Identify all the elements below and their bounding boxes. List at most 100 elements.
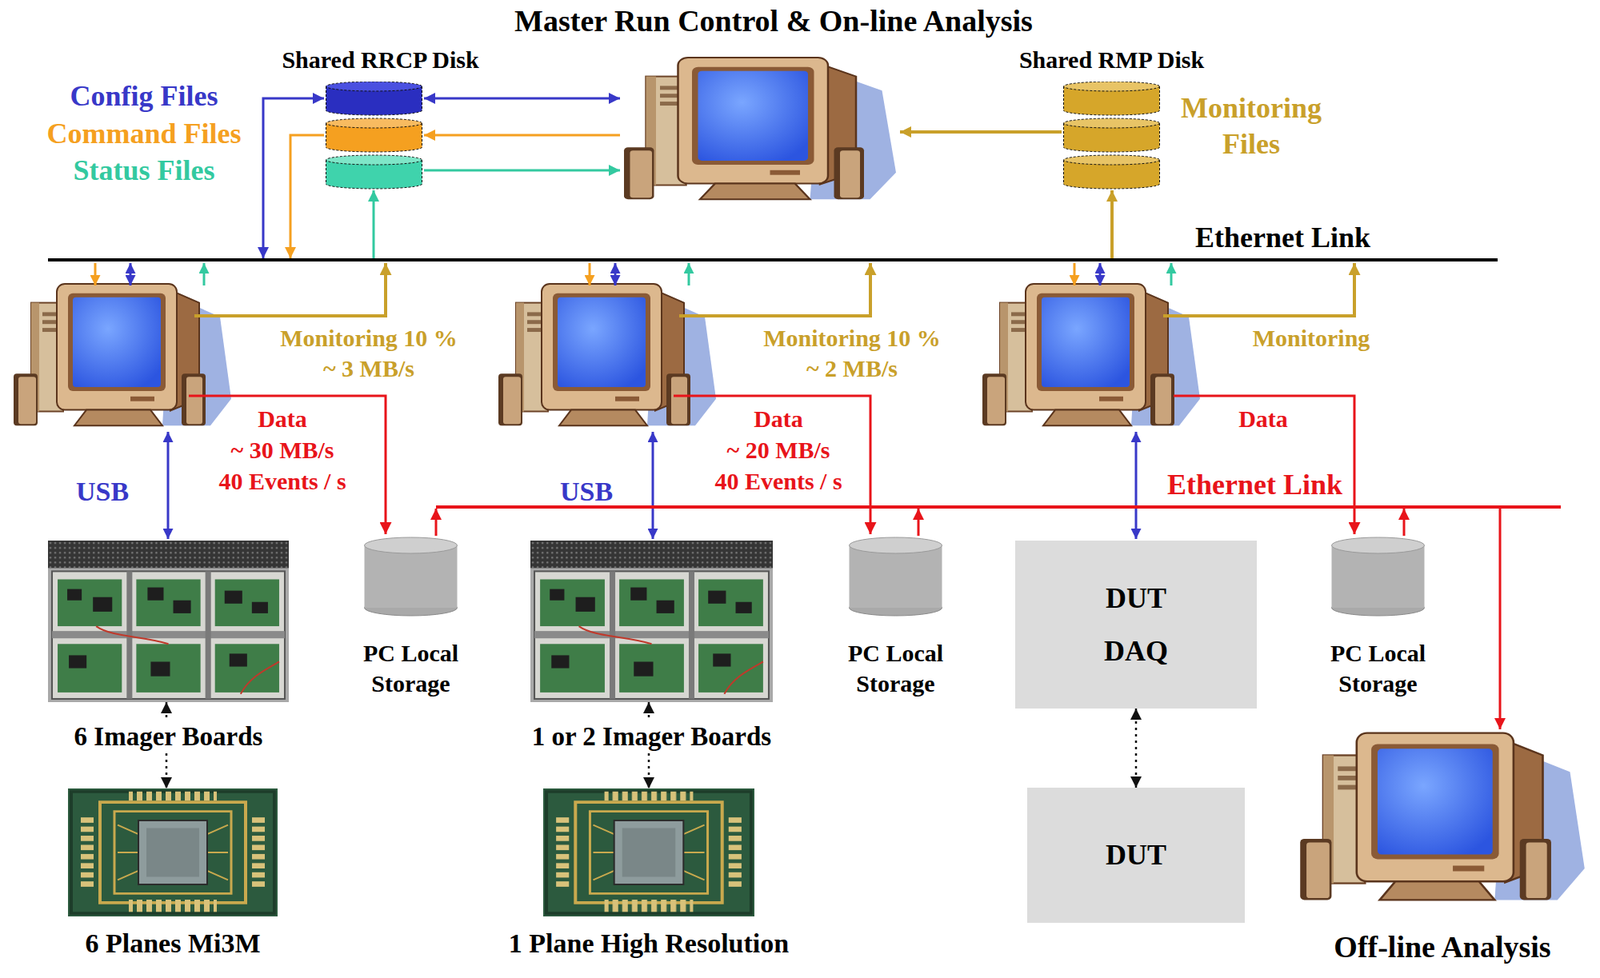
master-computer: Master Run Control & On-line Analysis	[620, 54, 900, 212]
node-text: Off-line Analysis	[1330, 929, 1554, 965]
connector	[424, 169, 620, 172]
plane-picture	[68, 788, 278, 917]
text-line: PC Local	[848, 638, 944, 669]
ethernet-bus: Ethernet Link	[48, 258, 1498, 262]
node-text: Shared RMP Disk	[1016, 45, 1208, 74]
sensor-plane: 1 Plane High Resolution	[543, 788, 755, 917]
imager-boards: 1 or 2 Imager Boards	[530, 540, 773, 703]
node-text: Ethernet Link	[1164, 468, 1346, 502]
store-picture	[1329, 536, 1427, 618]
store-picture	[364, 537, 458, 616]
connector	[1135, 708, 1138, 788]
config-arrow	[614, 263, 617, 286]
dut-daq-box: DUT DAQ	[1015, 540, 1257, 709]
rate-label: Data	[1238, 403, 1288, 435]
file-type-label: Status Files	[72, 152, 215, 189]
link-label: USB	[560, 476, 613, 508]
node-text: Shared RRCP Disk	[278, 45, 482, 74]
rrcp-picture	[324, 81, 424, 191]
store-picture	[362, 536, 460, 618]
daq-computer	[498, 284, 716, 426]
rate-label: Monitoring	[1252, 323, 1371, 354]
data-line	[1173, 396, 1355, 535]
usb-link	[652, 432, 655, 540]
boards-picture	[530, 540, 773, 703]
text-line: ~ 2 MB/s	[763, 353, 941, 384]
status-arrow	[1170, 263, 1173, 286]
sensor-plane: 6 Planes Mi3M	[68, 788, 278, 917]
node-text: 6 Imager Boards	[71, 721, 267, 752]
rmp-picture	[1061, 81, 1162, 191]
rmp-disk: Shared RMP Disk	[1061, 81, 1162, 191]
text-line: DUT	[1104, 572, 1168, 625]
daq-link	[1135, 432, 1138, 540]
node-text: PC Local Storage	[360, 638, 462, 700]
imager-boards: 6 Imager Boards	[48, 540, 289, 703]
plane-picture	[543, 788, 755, 917]
data-line	[673, 396, 871, 535]
command-arrow	[94, 263, 97, 286]
text-line: DAQ	[1104, 624, 1168, 678]
local-storage: PC Local Storage	[362, 536, 460, 618]
connector	[424, 97, 620, 100]
pc-picture	[620, 54, 900, 212]
boards-picture	[48, 540, 289, 703]
rate-label: Monitoring 10 % ~ 2 MB/s	[763, 323, 941, 384]
text-line: Storage	[1330, 668, 1426, 700]
pc-picture	[1300, 733, 1585, 901]
text-line: Data	[218, 403, 346, 435]
connector	[900, 130, 1062, 134]
rate-label: Data ~ 20 MB/s 40 Events / s	[714, 403, 842, 497]
boards-picture	[48, 540, 289, 703]
text-line: Files	[1180, 126, 1322, 163]
command-arrow	[588, 263, 592, 286]
text-line: 40 Events / s	[218, 465, 346, 497]
node-text: PC Local Storage	[1327, 638, 1429, 700]
node-text: Ethernet Link	[1192, 221, 1374, 255]
config-arrow	[129, 263, 132, 286]
pc-picture	[1296, 729, 1589, 916]
node-text: DUT DAQ	[1104, 572, 1168, 678]
monitoring-line	[1163, 263, 1355, 316]
monitoring-line	[679, 263, 871, 316]
text-line: ~ 3 MB/s	[280, 353, 458, 384]
file-type-label: Monitoring Files	[1180, 90, 1322, 163]
node-text: Master Run Control & On-line Analysis	[511, 3, 1036, 39]
monitoring-line	[194, 263, 386, 316]
config-arrow	[1099, 263, 1102, 286]
local-storage: PC Local Storage	[847, 536, 944, 618]
status-arrow	[203, 263, 206, 286]
connector	[1403, 508, 1406, 536]
plane-picture	[68, 788, 278, 917]
node-text: PC Local Storage	[844, 638, 947, 700]
local-storage: PC Local Storage	[1329, 536, 1427, 618]
file-type-label: Command Files	[47, 115, 242, 152]
connector	[290, 135, 324, 259]
data-line	[188, 396, 386, 535]
link-label: USB	[76, 476, 129, 508]
daq-computer	[13, 284, 232, 426]
connector	[917, 508, 920, 536]
usb-link	[167, 432, 170, 540]
text-line: Storage	[848, 668, 944, 700]
offline-computer: Off-line Analysis	[1296, 729, 1589, 916]
connector	[1499, 508, 1502, 730]
connector	[372, 190, 376, 259]
text-line: Monitoring 10 %	[763, 323, 941, 354]
file-type-label: Config Files	[70, 77, 219, 115]
dut-box: DUT	[1027, 788, 1245, 924]
status-arrow	[688, 263, 691, 286]
rmp-picture	[1064, 81, 1160, 189]
rate-label: Monitoring 10 % ~ 3 MB/s	[280, 323, 458, 384]
store-picture	[1332, 537, 1425, 616]
connector	[263, 98, 324, 259]
connector	[424, 134, 620, 137]
text-line: ~ 30 MB/s	[218, 434, 346, 466]
text-line: PC Local	[363, 638, 459, 669]
text-line: Storage	[363, 668, 459, 700]
text-line: Data	[714, 403, 842, 435]
node-text: 6 Planes Mi3M	[81, 928, 264, 960]
connector	[1110, 190, 1114, 259]
rrcp-picture	[326, 81, 423, 189]
